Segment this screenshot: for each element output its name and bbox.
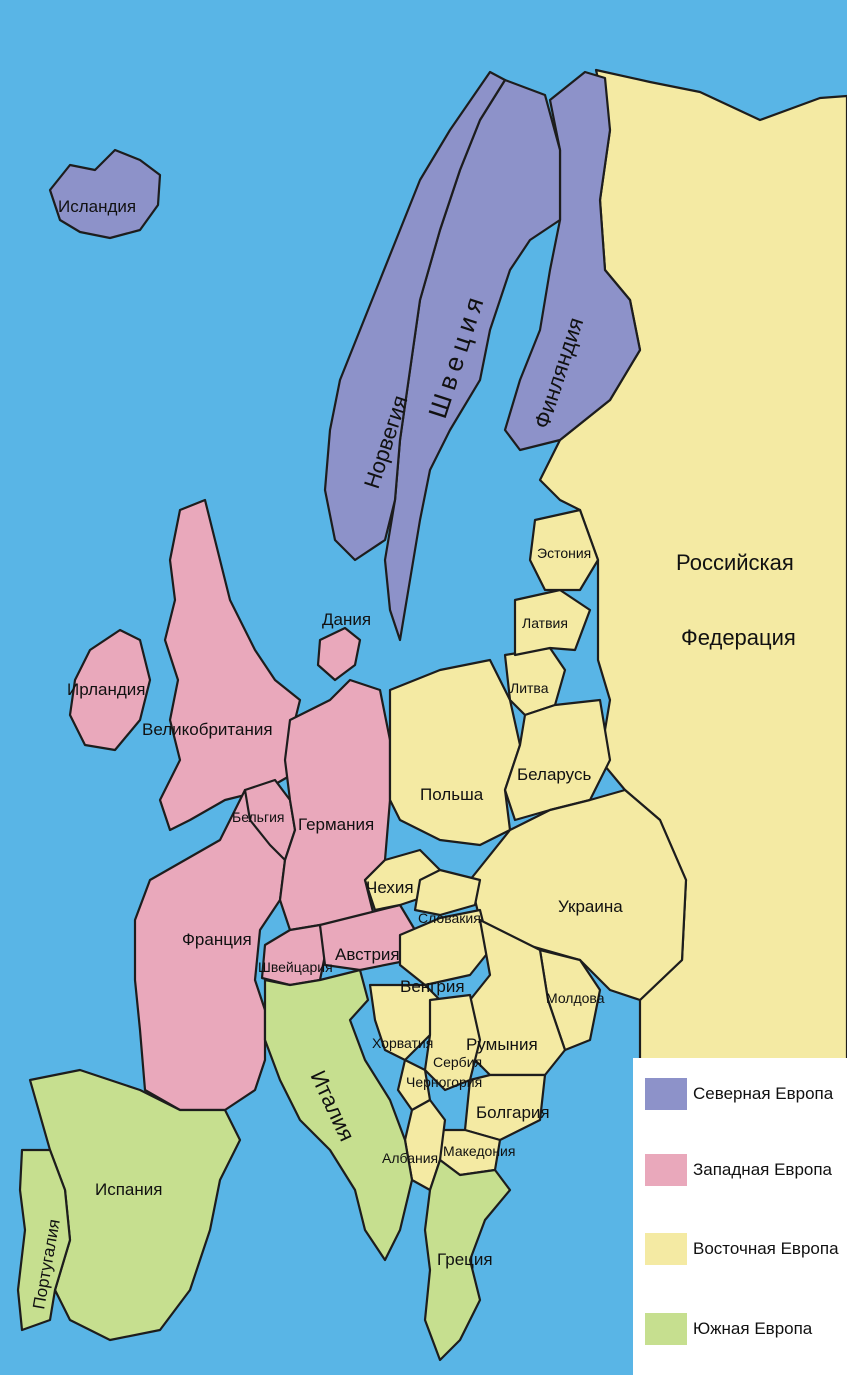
country-italy <box>263 968 414 1262</box>
label-bulgaria: Болгария <box>476 1103 550 1122</box>
label-moldova: Молдова <box>546 990 605 1006</box>
country-poland <box>388 658 522 847</box>
country-ireland <box>68 628 152 752</box>
label-belarus: Беларусь <box>517 765 591 784</box>
country-portugal <box>16 1148 72 1332</box>
label-belgium: Бельгия <box>232 809 284 825</box>
label-austria: Австрия <box>335 945 400 964</box>
label-uk: Великобритания <box>142 720 273 739</box>
legend-item-east: Восточная Европа <box>645 1233 839 1265</box>
label-germany: Германия <box>298 815 374 834</box>
legend-swatch-south <box>645 1313 687 1345</box>
country-finland <box>503 70 642 452</box>
legend: Северная Европа Западная Европа Восточна… <box>633 1058 847 1375</box>
label-romania: Румыния <box>466 1035 538 1054</box>
label-russia-line1: Российская <box>676 550 794 575</box>
country-norway <box>323 70 507 562</box>
label-hungary: Венгрия <box>400 977 465 996</box>
legend-swatch-north <box>645 1078 687 1110</box>
legend-label-south: Южная Европа <box>693 1319 813 1338</box>
label-montenegro: Черногория <box>406 1074 482 1090</box>
label-france: Франция <box>182 930 252 949</box>
label-slovakia: Словакия <box>418 910 481 926</box>
legend-label-east: Восточная Европа <box>693 1239 839 1258</box>
label-ukraine: Украина <box>558 897 623 916</box>
label-denmark: Дания <box>322 610 371 629</box>
label-poland: Польша <box>420 785 484 804</box>
label-czechia: Чехия <box>366 878 414 897</box>
label-estonia: Эстония <box>537 545 591 561</box>
country-serbia <box>423 993 482 1092</box>
label-albania: Албания <box>382 1150 438 1166</box>
label-lithuania: Литва <box>510 680 549 696</box>
legend-label-north: Северная Европа <box>693 1084 834 1103</box>
country-slovakia <box>413 868 482 917</box>
country-switzerland <box>260 923 327 987</box>
country-estonia <box>528 508 600 592</box>
label-macedonia: Македония <box>443 1143 515 1159</box>
label-latvia: Латвия <box>522 615 568 631</box>
country-iceland <box>48 148 162 240</box>
legend-swatch-east <box>645 1233 687 1265</box>
label-switzerland: Швейцария <box>258 959 333 975</box>
label-croatia: Хорватия <box>372 1035 433 1051</box>
legend-item-west: Западная Европа <box>645 1154 832 1186</box>
label-iceland: Исландия <box>58 197 136 216</box>
label-ireland: Ирландия <box>67 680 145 699</box>
legend-swatch-west <box>645 1154 687 1186</box>
label-spain: Испания <box>95 1180 162 1199</box>
legend-item-north: Северная Европа <box>645 1078 833 1110</box>
country-hungary <box>398 908 492 987</box>
country-uk <box>158 498 302 832</box>
country-greece <box>423 1158 512 1362</box>
country-croatia <box>368 983 442 1062</box>
label-greece: Греция <box>437 1250 493 1269</box>
legend-item-south: Южная Европа <box>645 1313 812 1345</box>
label-serbia: Сербия <box>433 1054 482 1070</box>
label-russia-line2: Федерация <box>681 625 796 650</box>
country-denmark <box>316 626 362 682</box>
legend-label-west: Западная Европа <box>693 1160 833 1179</box>
